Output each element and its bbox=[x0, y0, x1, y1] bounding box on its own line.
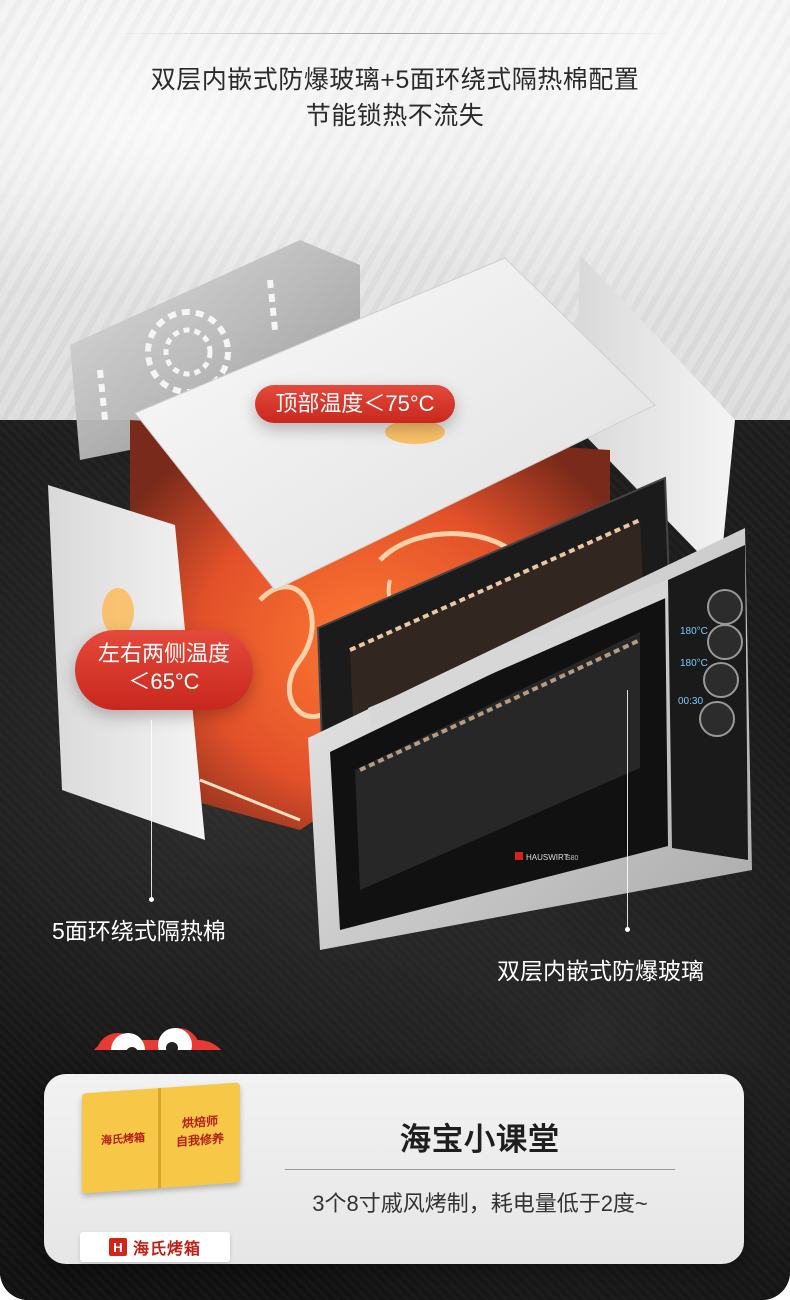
insulation-leader-line bbox=[151, 720, 152, 900]
side-temp-line-2: ＜65°C bbox=[128, 669, 200, 694]
brand-name: 海氏烤箱 bbox=[132, 1241, 201, 1258]
side-temp-line-1: 左右两侧温度 bbox=[97, 641, 230, 666]
headline-line-2: 节能锁热不流失 bbox=[305, 102, 485, 130]
headline-line-1: 双层内嵌式防爆玻璃+5面环绕式隔热棉配置 bbox=[150, 66, 640, 94]
card-title: 海宝小课堂 bbox=[400, 1122, 560, 1157]
book-left-text: 海氏烤箱 bbox=[101, 1132, 145, 1148]
front-oven-door: 180°C 180°C 00:30 HAUSWIRT S80 bbox=[308, 528, 752, 950]
top-divider bbox=[110, 33, 680, 34]
top-temperature-badge: 顶部温度＜75°C bbox=[255, 385, 455, 423]
glass-leader-line bbox=[627, 690, 628, 930]
brand-logo-icon bbox=[515, 852, 523, 860]
mascot-book: 海氏烤箱 烘焙师 自我修养 bbox=[82, 1082, 240, 1194]
card-text: 3个8寸戚风烤制，耗电量低于2度~ bbox=[312, 1191, 648, 1216]
side-temperature-badge: 左右两侧温度 ＜65°C bbox=[75, 630, 253, 710]
book-right-text-2: 自我修养 bbox=[175, 1131, 224, 1149]
insulation-label: 5面环绕式隔热棉 bbox=[52, 918, 226, 944]
display-temp-2: 180°C bbox=[680, 658, 708, 669]
glass-leader-dot bbox=[625, 927, 630, 932]
oven-model: S80 bbox=[566, 855, 579, 862]
side-heat-glow bbox=[102, 588, 134, 636]
display-timer: 00:30 bbox=[678, 696, 703, 707]
mascot-cookie bbox=[93, 1028, 222, 1050]
right-insulation-panel bbox=[575, 255, 735, 575]
brand-tag: H 海氏烤箱 bbox=[80, 1232, 230, 1262]
headline: 双层内嵌式防爆玻璃+5面环绕式隔热棉配置 节能锁热不流失 bbox=[0, 62, 790, 134]
display-temp-1: 180°C bbox=[680, 626, 708, 637]
oven-brand: HAUSWIRT bbox=[526, 853, 569, 862]
brand-h-icon: H bbox=[108, 1238, 127, 1256]
book-spine bbox=[158, 1088, 161, 1189]
insulation-leader-dot bbox=[149, 897, 154, 902]
oven-exploded-illustration: 180°C 180°C 00:30 HAUSWIRT S80 bbox=[48, 240, 752, 1050]
card-divider bbox=[285, 1169, 675, 1170]
glass-label: 双层内嵌式防爆玻璃 bbox=[497, 958, 704, 984]
top-heat-glow bbox=[385, 420, 445, 444]
